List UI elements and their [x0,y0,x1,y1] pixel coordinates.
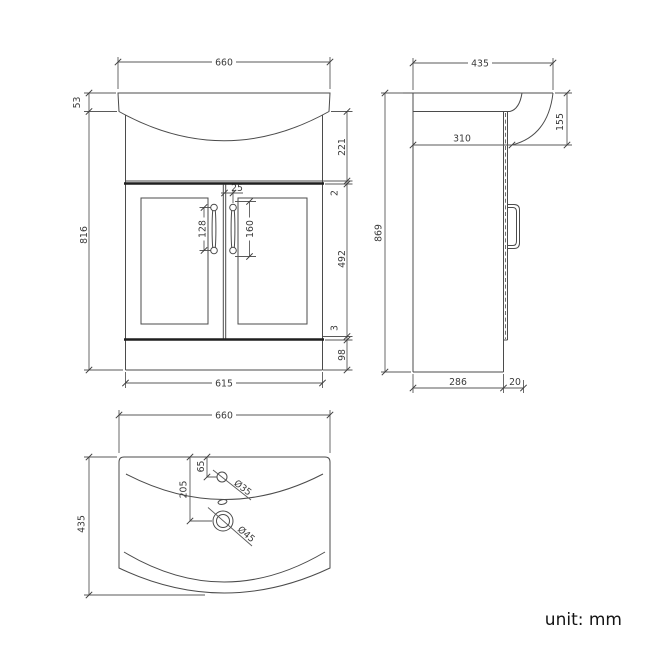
dim-label: 53 [72,97,83,109]
waste-hole-leader [207,507,253,547]
dim-label-bg [196,217,208,241]
dim-label: 435 [76,515,87,533]
dim-label: 286 [449,377,467,388]
dim-label: 160 [245,220,256,238]
front-left-handle [210,203,218,255]
front-door-divider [222,184,227,339]
dim-label: 660 [215,410,233,421]
dim-label: 155 [555,113,566,131]
dim-front-handle-offset: 25 [220,183,243,203]
dim-label: 3 [329,325,340,331]
dim-label: 435 [471,58,489,69]
dim-label: 20 [509,377,521,388]
dim-label: 869 [373,224,384,242]
dim-side-bottom-depths: 286 20 [409,374,528,393]
dim-label: 816 [79,226,90,244]
dim-label-bg [212,409,236,421]
front-right-door-panel [237,197,308,325]
front-view: 660 53 816 221 2 492 [72,56,353,389]
dim-label: Ø35 [232,478,254,498]
top-view: Ø35 Ø45 660 435 65 [76,409,334,599]
dim-top-depth: 435 [76,453,205,599]
side-door-front [503,111,508,341]
dim-front-left-handle-spacing: 128 [196,203,211,255]
dim-front-right-heights: 221 2 492 3 98 [323,107,353,374]
dim-label: 205 [178,481,189,499]
dim-side-depth: 435 [409,57,557,90]
dim-side-total-height: 869 [373,89,411,376]
front-right-handle [229,203,237,255]
dim-label: 25 [231,183,243,194]
dim-label: 492 [337,250,348,268]
dim-label: 2 [329,190,340,196]
side-view: 435 155 310 869 286 20 [373,57,572,393]
dim-side-basin-front-height: 155 [413,89,572,149]
dim-label: 660 [215,57,233,68]
unit-note: unit: mm [545,610,622,630]
front-cabinet-sides [125,115,323,370]
dim-label: Ø45 [235,524,257,545]
front-left-door-panel [140,197,209,325]
dim-label: 615 [215,378,233,389]
overflow-hole [217,499,228,505]
dim-front-width: 660 [114,56,334,89]
dim-label-bg [212,56,236,68]
dim-label: 221 [337,138,348,156]
side-basin-front-curve [511,92,554,146]
dim-label: 65 [196,461,207,473]
tap-hole-leader [212,469,252,501]
dim-top-width: 660 [115,409,334,453]
dim-label-bg [468,57,492,69]
dim-label-bg [212,377,236,389]
dim-front-cabinet-width: 615 [121,372,327,389]
dim-front-left-heights: 53 816 [72,89,123,374]
dim-top-tap-offset: 65 [196,453,217,481]
dim-label-bg [244,217,255,241]
side-handle [507,204,520,249]
dim-side-basin-depth: 310 [409,134,516,149]
front-basin-outline [117,92,331,142]
side-basin-bullnose [509,92,523,112]
dim-label: 98 [337,349,348,361]
top-basin-outline [118,456,331,594]
dim-label: 128 [197,220,208,238]
dim-top-waste-offset: 205 [178,453,212,525]
top-front-inner-curve [123,551,326,583]
dim-front-right-handle-length: 160 [235,197,256,261]
dim-label: 310 [453,134,471,145]
